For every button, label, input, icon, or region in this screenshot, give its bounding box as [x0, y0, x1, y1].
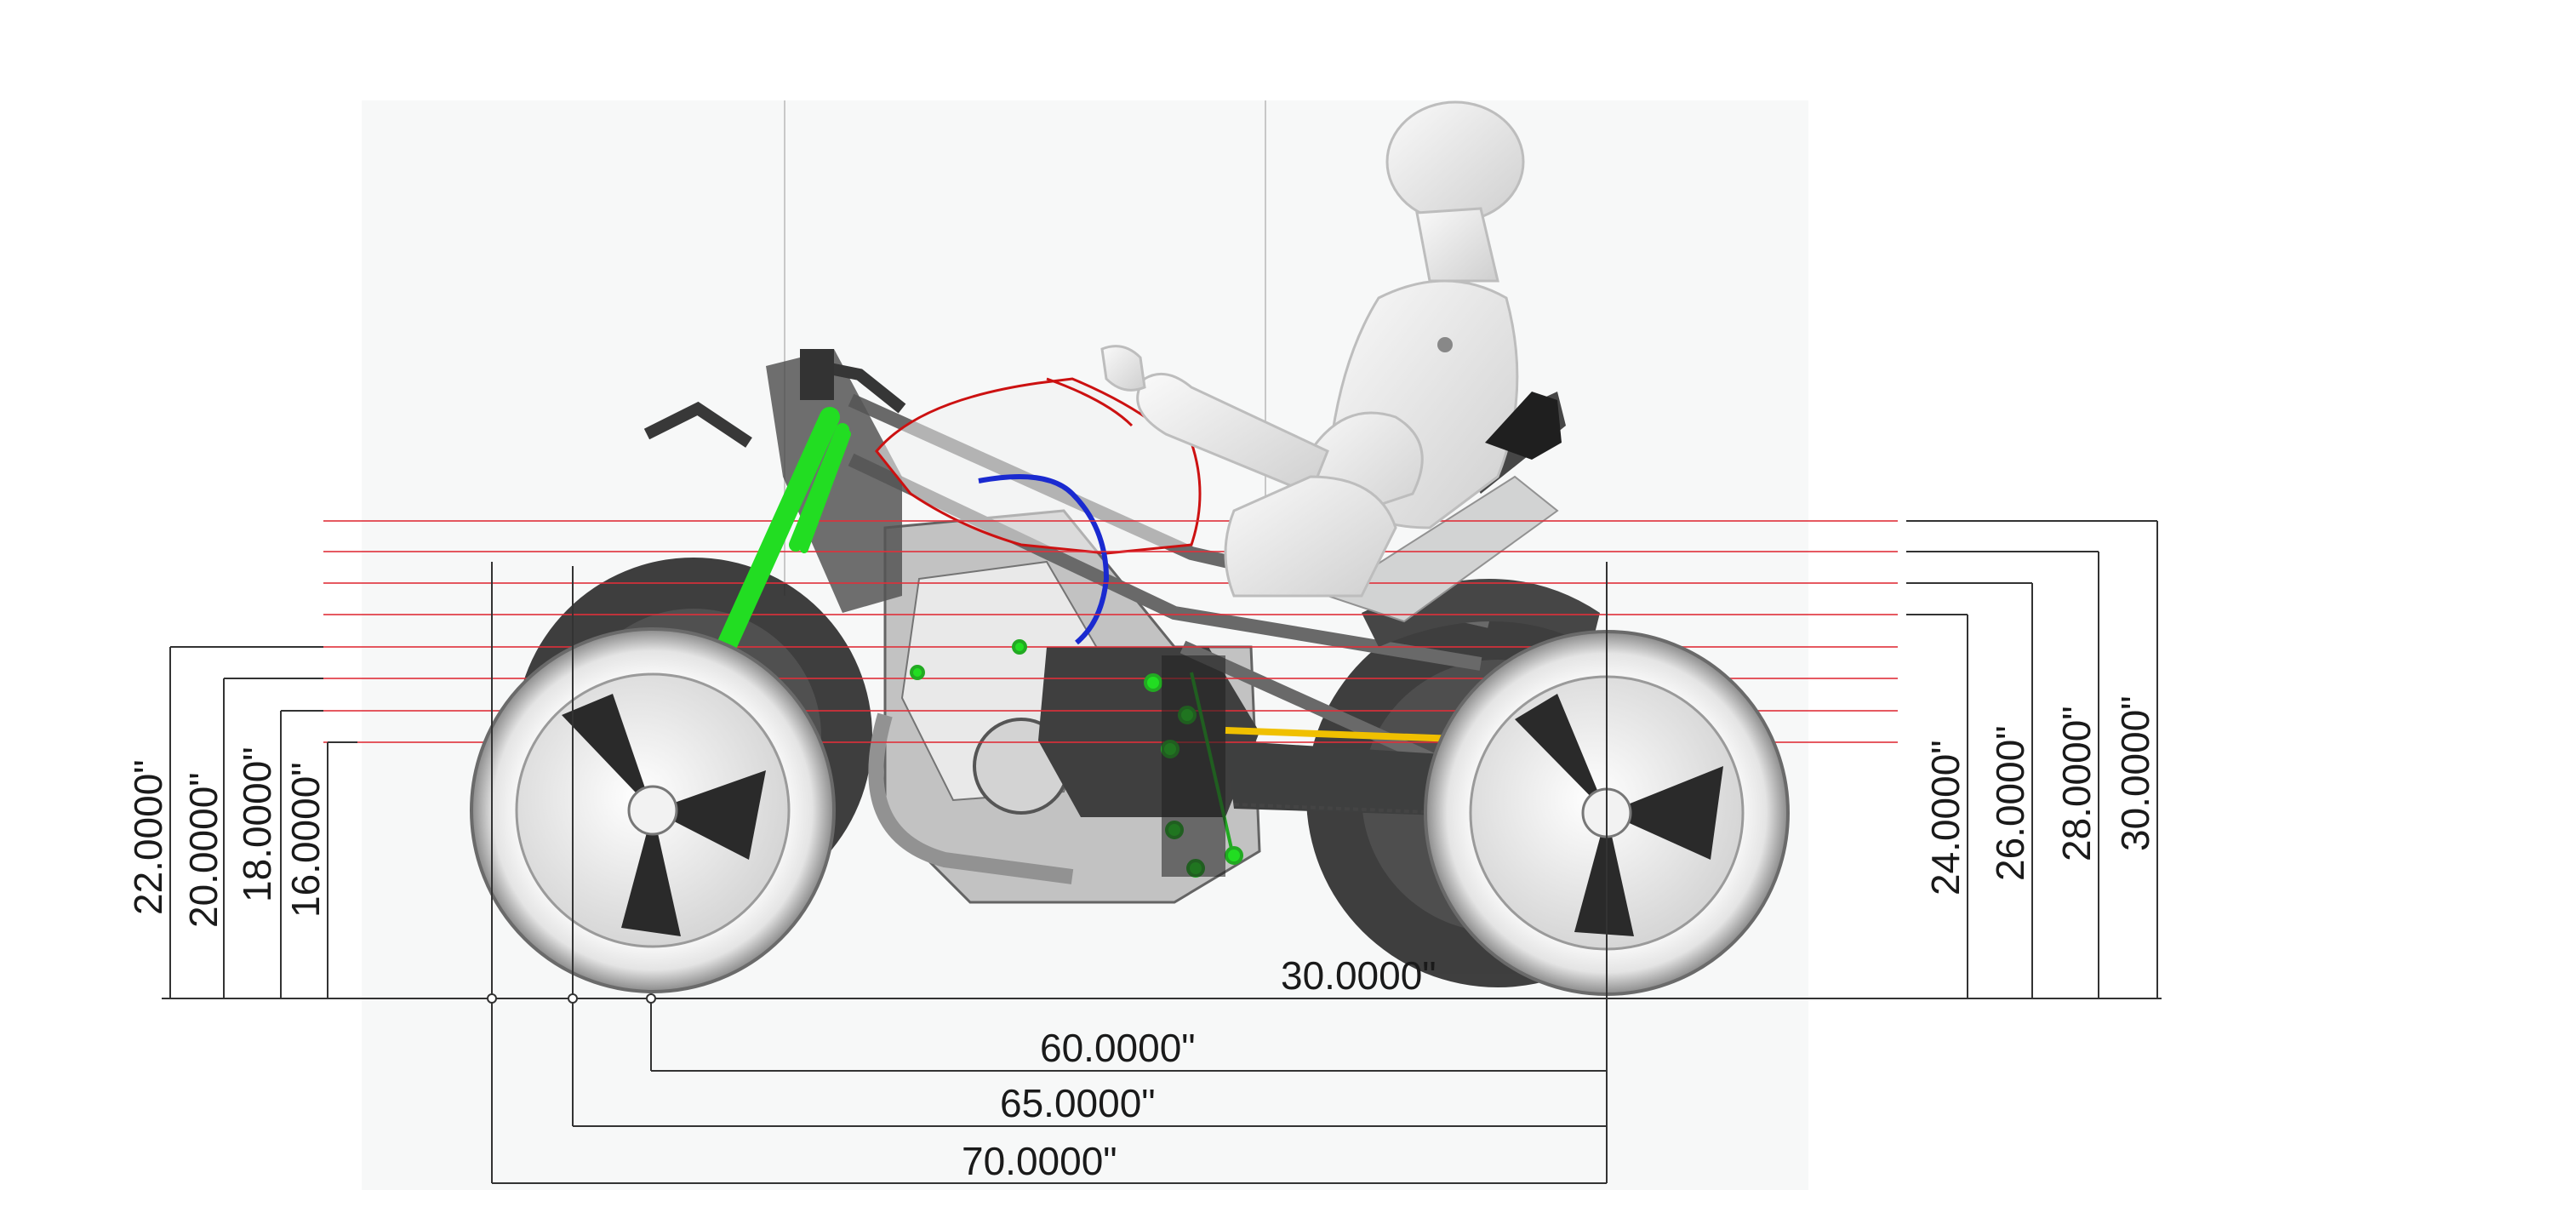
dim-label-16: 16.0000" — [283, 762, 328, 918]
dim-label-60: 60.0000" — [1040, 1026, 1196, 1070]
dim-label-22: 22.0000" — [126, 759, 170, 915]
dim-label-30: 30.0000" — [2113, 695, 2157, 851]
rider-thigh — [1224, 475, 1397, 598]
rider-mannequin — [1100, 100, 1525, 598]
dim-label-26: 26.0000" — [1988, 725, 2032, 881]
wheelbase-dimensions — [491, 562, 1608, 1184]
dimension-pivot-points — [487, 993, 656, 1004]
dim-label-28: 28.0000" — [2054, 706, 2099, 861]
left-height-dimensions — [169, 646, 357, 998]
dim-label-20: 20.0000" — [181, 772, 226, 928]
dim-label-65: 65.0000" — [1000, 1081, 1156, 1125]
front-wheel — [470, 627, 836, 993]
dim-label-24: 24.0000" — [1923, 740, 1968, 895]
linkage-bracket — [1162, 655, 1225, 877]
rider-head — [1385, 100, 1525, 223]
tail-bracket — [1485, 392, 1562, 460]
dim-label-70: 70.0000" — [962, 1139, 1117, 1183]
dim-label-18: 18.0000" — [235, 747, 279, 902]
dim-label-center-30: 30.0000" — [1281, 953, 1437, 998]
right-height-dimensions — [1906, 520, 2158, 998]
